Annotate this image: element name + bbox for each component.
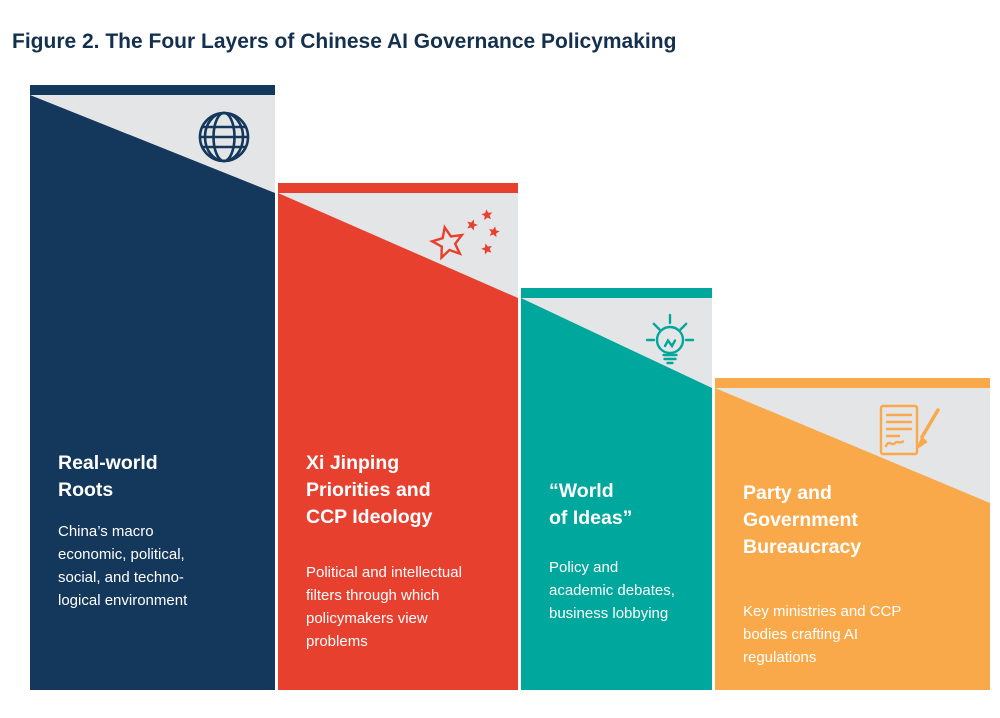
figure-title: Figure 2. The Four Layers of Chinese AI …	[12, 30, 677, 53]
lightbulb-icon	[641, 308, 699, 376]
layer-xi-jinping-priorities: Xi Jinping Priorities and CCP Ideology P…	[278, 183, 518, 690]
layer-party-government-bureaucracy: Party and Government Bureaucracy Key min…	[715, 378, 990, 690]
layer-body: China’s macro economic, political, socia…	[58, 523, 188, 609]
globe-icon	[196, 109, 252, 165]
layer-body: Political and intellectual filters throu…	[306, 564, 462, 650]
layer-body: Key ministries and CCP bodies crafting A…	[743, 603, 902, 666]
layer-world-of-ideas: “World of Ideas” Policy and academic deb…	[521, 288, 712, 690]
layer-heading: “World of Ideas”	[549, 480, 633, 529]
document-pen-icon	[873, 402, 945, 464]
layer-real-world-roots: Real-world Roots China’s macro economic,…	[30, 85, 275, 690]
layer-heading: Real-world Roots	[58, 452, 158, 501]
china-stars-icon	[416, 205, 504, 269]
layer-heading: Party and Government Bureaucracy	[743, 482, 862, 558]
layer-heading: Xi Jinping Priorities and CCP Ideology	[306, 452, 433, 528]
layer-body: Policy and academic debates, business lo…	[549, 559, 675, 622]
